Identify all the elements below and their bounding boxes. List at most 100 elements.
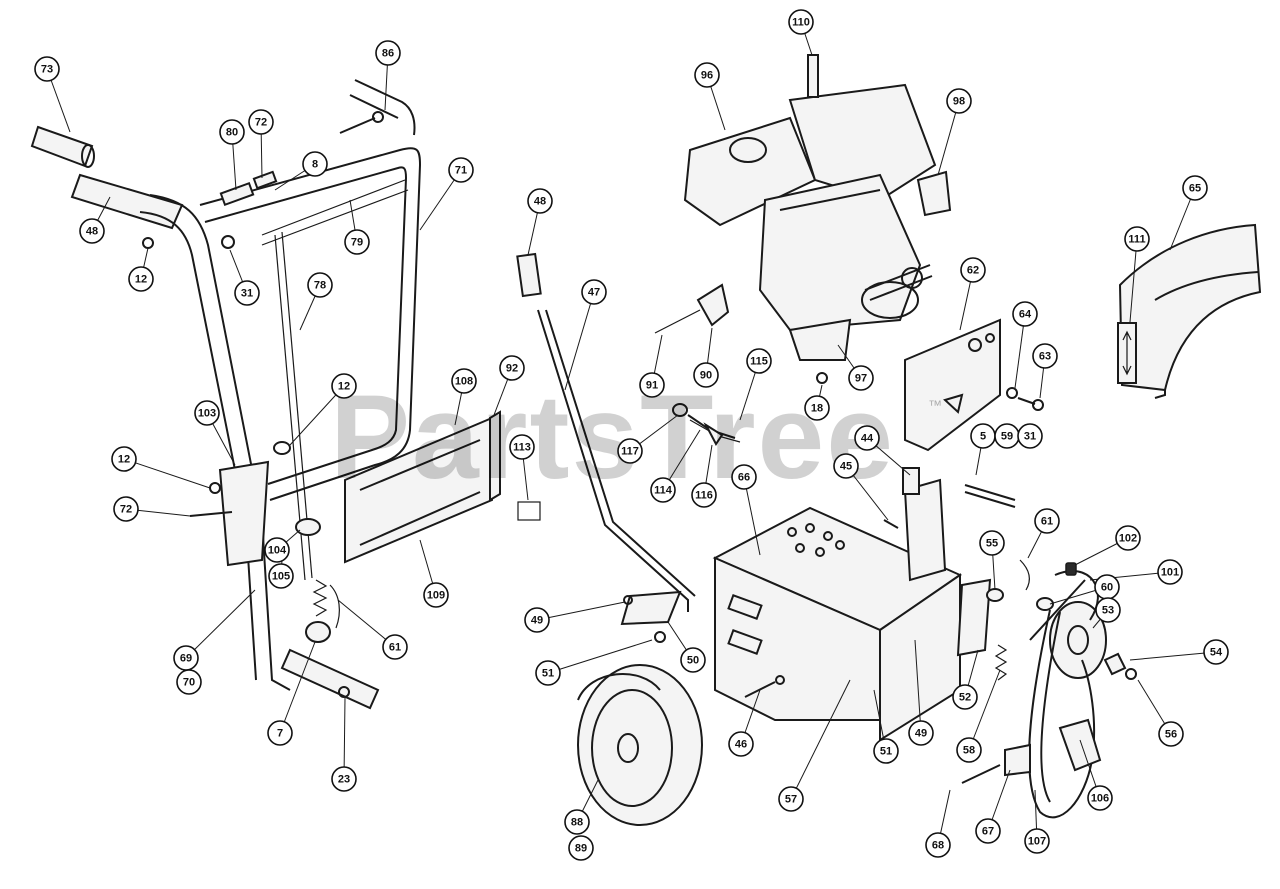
callout-circle <box>804 395 830 421</box>
callout-circle <box>731 464 757 490</box>
callout-number: 59 <box>1001 431 1013 443</box>
callout-number: 53 <box>1102 605 1114 617</box>
engine-assembly <box>654 54 1044 452</box>
callout-50: 50 <box>667 621 706 673</box>
callout-number: 72 <box>255 117 267 129</box>
callout-circle <box>1182 175 1208 201</box>
callout-number: 96 <box>701 70 713 82</box>
callout-leader <box>343 697 346 780</box>
callout-circle <box>194 400 220 426</box>
callout-circle <box>535 660 561 686</box>
callout-number: 45 <box>840 461 852 473</box>
callout-circle <box>264 537 290 563</box>
callout-number: 110 <box>792 17 810 29</box>
callout-number: 51 <box>542 668 554 680</box>
callout-62: 62 <box>959 257 986 331</box>
callout-circle <box>307 272 333 298</box>
callout-45: 45 <box>833 453 889 521</box>
callout-circle <box>960 257 986 283</box>
callout-number: 115 <box>750 356 768 368</box>
callout-leader <box>743 476 761 556</box>
callout-number: 61 <box>1041 516 1053 528</box>
callout-5: 5 <box>970 423 996 476</box>
callout-circle <box>833 453 859 479</box>
callout-number: 71 <box>455 165 467 177</box>
callout-97: 97 <box>837 344 874 391</box>
callout-58: 58 <box>956 669 1001 763</box>
callout-circle <box>499 355 525 381</box>
callout-circle <box>448 157 474 183</box>
callout-number: 31 <box>1024 431 1036 443</box>
callout-circle <box>1032 343 1058 369</box>
callout-90: 90 <box>693 327 719 388</box>
callout-circle <box>908 720 934 746</box>
callout-number: 90 <box>700 370 712 382</box>
callout-number: 79 <box>351 237 363 249</box>
callout-117: 117 <box>617 414 679 464</box>
callout-number: 7 <box>277 728 283 740</box>
callout-number: 113 <box>513 442 531 454</box>
callout-circle <box>979 530 1005 556</box>
watermark-text: PartsTree <box>330 370 895 504</box>
callout-92: 92 <box>493 355 525 416</box>
callout-55: 55 <box>979 530 1005 591</box>
callout-51: 51 <box>535 639 653 686</box>
callout-number: 70 <box>183 677 195 689</box>
callout-circle <box>1203 639 1229 665</box>
callout-48: 48 <box>527 188 553 256</box>
callout-number: 61 <box>389 642 401 654</box>
callout-8: 8 <box>274 151 328 191</box>
callout-70: 70 <box>176 669 202 695</box>
callout-circle <box>581 279 607 305</box>
callout-number: 104 <box>268 545 287 557</box>
callout-number: 5 <box>980 431 986 443</box>
callout-46: 46 <box>728 689 761 757</box>
callout-63: 63 <box>1032 343 1058 399</box>
callout-circle <box>639 372 665 398</box>
callout-circle <box>79 218 105 244</box>
callout-110: 110 <box>788 9 814 56</box>
callout-circle <box>219 119 245 145</box>
callout-47: 47 <box>564 279 607 391</box>
callout-circle <box>975 818 1001 844</box>
callout-number: 54 <box>1210 647 1223 659</box>
callout-number: 46 <box>735 739 747 751</box>
callout-7: 7 <box>267 641 316 746</box>
callout-108: 108 <box>451 368 477 426</box>
callout-49: 49 <box>524 601 626 633</box>
callout-circle <box>693 362 719 388</box>
callout-48: 48 <box>79 196 111 244</box>
callout-number: 111 <box>1128 234 1145 246</box>
callout-80: 80 <box>219 119 245 191</box>
callout-number: 31 <box>241 288 253 300</box>
callout-number: 49 <box>531 615 543 627</box>
callout-leader <box>937 100 960 176</box>
callout-96: 96 <box>694 62 726 131</box>
callout-number: 62 <box>967 265 979 277</box>
callout-59: 59 <box>994 423 1020 449</box>
callout-number: 64 <box>1019 309 1032 321</box>
callout-number: 78 <box>314 280 326 292</box>
callout-circle <box>952 684 978 710</box>
callout-circle <box>1024 828 1050 854</box>
callout-31: 31 <box>1017 423 1043 449</box>
callout-56: 56 <box>1137 679 1184 747</box>
callout-114: 114 <box>650 429 701 503</box>
handle-shield <box>344 410 541 564</box>
watermark: PartsTree ™ <box>330 370 942 504</box>
callout-number: 98 <box>953 96 965 108</box>
callout-number: 12 <box>135 274 147 286</box>
callout-number: 92 <box>506 363 518 375</box>
callout-circle <box>524 607 550 633</box>
callout-circle <box>176 669 202 695</box>
callout-number: 8 <box>312 159 318 171</box>
callout-leader <box>1129 238 1138 323</box>
shift-rod-and-wheel <box>516 252 703 826</box>
callout-circle <box>854 425 880 451</box>
callout-circle <box>873 738 899 764</box>
callout-69: 69 <box>173 589 256 671</box>
callout-circle <box>946 88 972 114</box>
callout-111: 111 <box>1124 226 1150 323</box>
callout-circle <box>128 266 154 292</box>
